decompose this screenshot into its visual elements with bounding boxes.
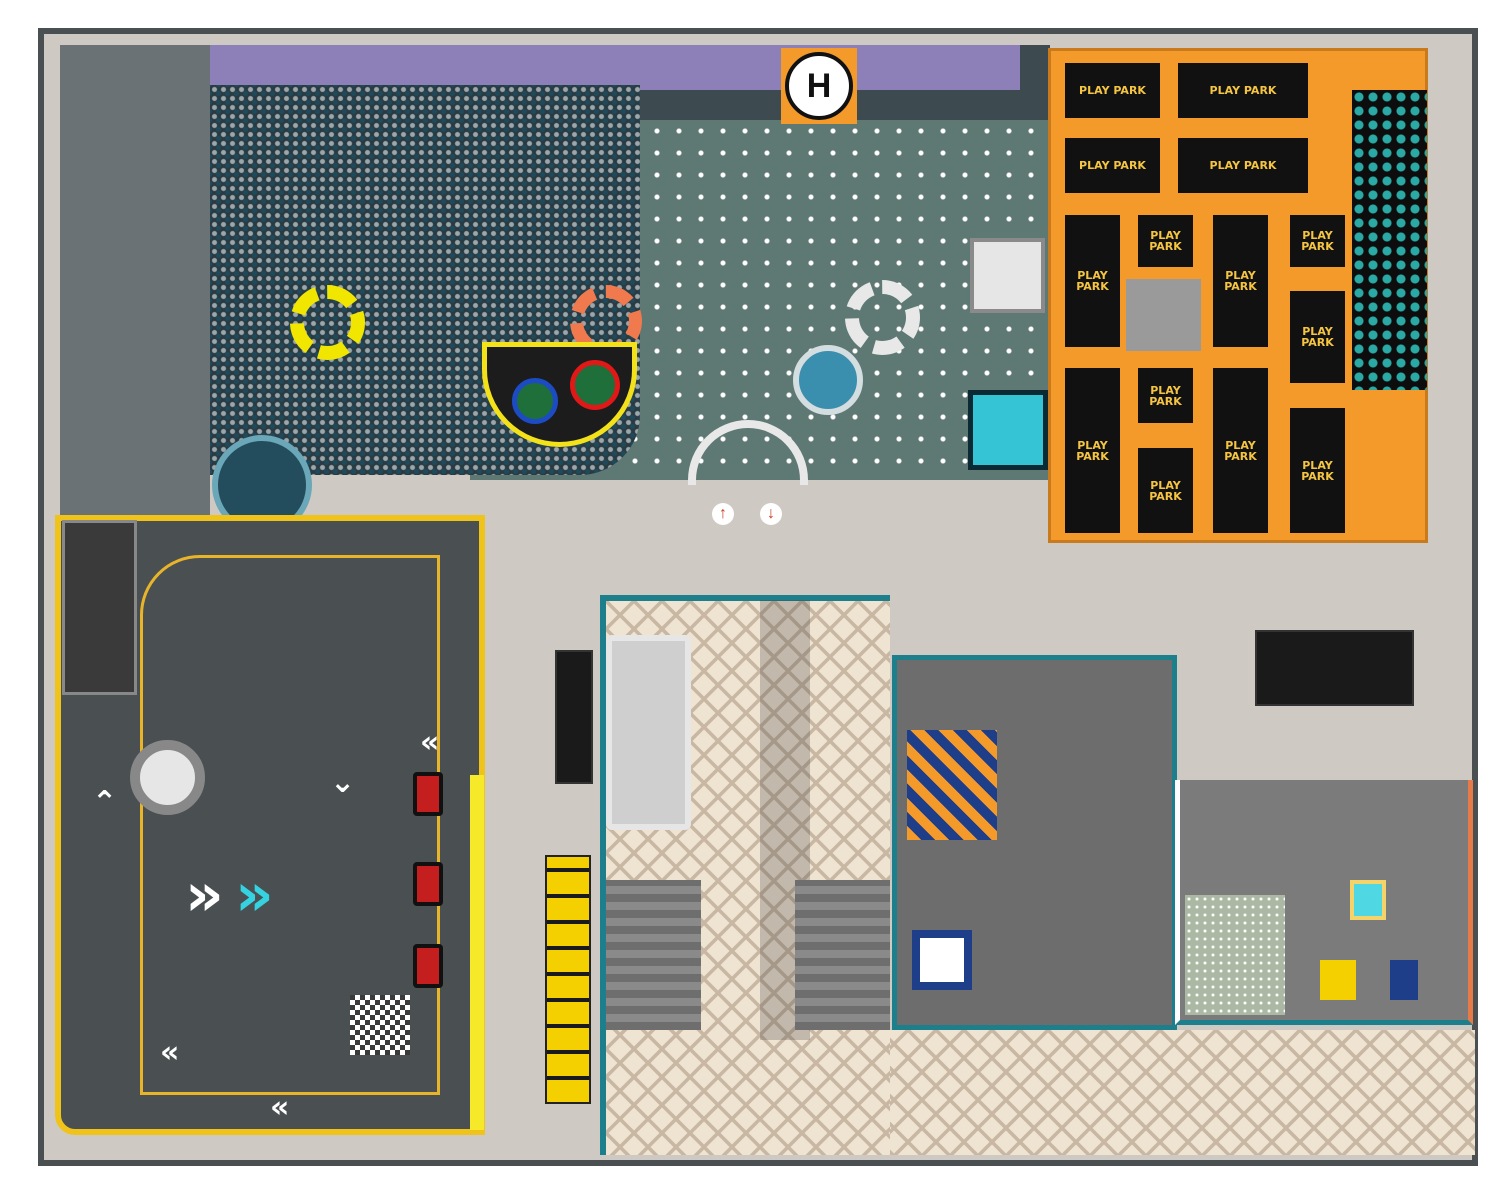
chevron-down-icon: ⌄ [330, 765, 356, 800]
go-kart [413, 944, 443, 988]
yellow-gear-icon [290, 285, 365, 360]
chevron-right-icon: » [235, 860, 274, 930]
checkered-flag-area [350, 995, 410, 1055]
trampoline-pad: PLAY PARK [1063, 366, 1122, 535]
foam-pit [1352, 90, 1427, 390]
trampoline-pad: PLAY PARK [1211, 366, 1270, 535]
seating-row [545, 855, 591, 1104]
spinner-dome [793, 345, 863, 415]
arcade-machines [555, 650, 593, 784]
chevron-right-icon: » [185, 860, 224, 930]
down-arrow-icon: ↓ [760, 503, 782, 525]
arcade-machines [1255, 630, 1414, 706]
chevron-left-icon: « [160, 1035, 180, 1070]
trampoline-pad: PLAY PARK [1136, 213, 1195, 269]
helipad-label: H [785, 52, 853, 120]
chevron-left-icon: « [420, 725, 440, 760]
go-kart [413, 772, 443, 816]
red-circle-pad [570, 360, 620, 410]
white-gear-icon [845, 280, 920, 355]
trampoline-center-platform [1126, 279, 1201, 351]
upper-play-deck [60, 45, 1020, 90]
party-table [1390, 960, 1418, 1000]
trampoline-pad: PLAY PARK [1288, 213, 1347, 269]
trampoline-pad: PLAY PARK [1176, 61, 1310, 120]
chevron-up-icon: ⌃ [92, 785, 118, 820]
trampoline-pad: PLAY PARK [1136, 446, 1195, 535]
party-table [1320, 960, 1356, 1000]
track-lane-line [140, 555, 440, 1095]
trampoline-pad: PLAY PARK [1063, 136, 1162, 195]
up-arrow-icon: ↑ [712, 503, 734, 525]
trampoline-pad: PLAY PARK [1288, 406, 1347, 535]
stair-left [606, 880, 701, 1030]
trampoline-pad: PLAY PARK [1176, 136, 1310, 195]
ball-pit [210, 85, 640, 475]
trampoline-pad: PLAY PARK [1288, 289, 1347, 385]
hexagon-platform [968, 390, 1048, 470]
ninja-obstacle-course [892, 655, 1177, 1030]
chevron-left-icon: « [270, 1090, 290, 1125]
reception-counter [606, 635, 691, 830]
party-table [1350, 880, 1386, 920]
tire-obstacle [130, 740, 205, 815]
climbing-net [62, 520, 137, 695]
left-play-tower [60, 45, 210, 515]
obstacle-mat [907, 730, 997, 840]
kitchen-area [1185, 895, 1285, 1015]
white-tent [970, 238, 1045, 313]
trampoline-pad: PLAY PARK [1063, 61, 1162, 120]
track-edge-stripe [470, 775, 484, 1130]
trampoline-pad: PLAY PARK [1136, 366, 1195, 425]
helipad-sign: H [781, 48, 857, 124]
trampoline-pad: PLAY PARK [1063, 213, 1122, 349]
trampoline-pad: PLAY PARK [1211, 213, 1270, 349]
stair-right [795, 880, 890, 1030]
obstacle-pit [912, 930, 972, 990]
green-circle-pad [512, 378, 558, 424]
go-kart [413, 862, 443, 906]
